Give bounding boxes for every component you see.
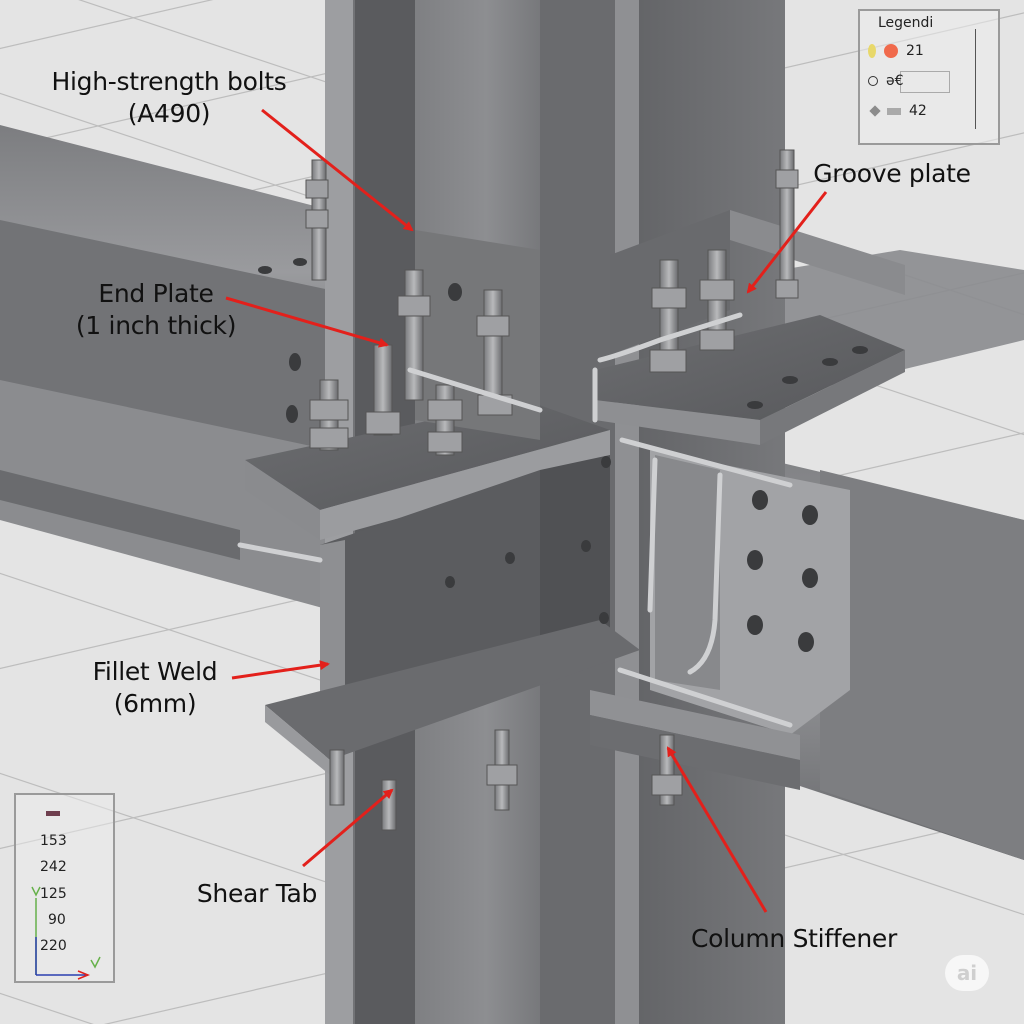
- arrow-high-strength-bolts: [261, 108, 414, 232]
- arrow-end-plate: [225, 296, 389, 348]
- callout-groove-plate: Groove plate: [804, 158, 980, 190]
- legend-row: 42: [868, 100, 927, 122]
- ai-watermark-badge: ai: [945, 955, 989, 991]
- legend-input-box: [900, 71, 950, 93]
- callout-end-plate-line1: End Plate: [98, 279, 214, 308]
- callout-end-plate-line2: (1 inch thick): [75, 311, 237, 340]
- callout-high-strength-bolts: High-strength bolts (A490): [38, 66, 300, 130]
- bolt-holes: [258, 258, 868, 652]
- legend-row-value: 21: [906, 43, 924, 59]
- circle-outline-icon: [868, 76, 878, 86]
- legend-row: 21: [868, 40, 924, 62]
- legend-panel: Legendi 21 ə€ 42: [858, 9, 1000, 145]
- color-swatch-icon: [46, 811, 60, 816]
- legend-row-value: ə€: [886, 73, 904, 89]
- callout-high-strength-bolts-line1: High-strength bolts: [51, 67, 287, 96]
- arrow-groove-plate: [746, 191, 828, 294]
- bolt-nuts: [305, 169, 799, 796]
- legend-row-value: 42: [909, 103, 927, 119]
- legend-scale-line: [975, 29, 976, 129]
- axis-value: 90: [48, 912, 66, 928]
- welds: [237, 312, 793, 728]
- legend-title: Legendi: [878, 15, 934, 31]
- callout-end-plate: End Plate (1 inch thick): [74, 278, 238, 342]
- callout-fillet-weld-line2: (6mm): [113, 689, 197, 718]
- axis-value: 125: [40, 886, 67, 902]
- callout-fillet-weld: Fillet Weld (6mm): [82, 656, 228, 720]
- callout-column-stiffener: Column Stiffener: [682, 923, 906, 955]
- arrow-fillet-weld: [231, 660, 330, 680]
- yellow-dot-icon: [868, 44, 876, 58]
- shear-tab: [265, 455, 640, 775]
- axis-value: 220: [40, 938, 67, 954]
- axis-value: 153: [40, 833, 67, 849]
- axis-values-panel: 153 242 125 90 220: [14, 793, 115, 983]
- callout-high-strength-bolts-line2: (A490): [127, 99, 211, 128]
- callout-arrows: [225, 108, 828, 913]
- callout-shear-tab-line1: Shear Tab: [196, 879, 318, 908]
- callout-fillet-weld-line1: Fillet Weld: [92, 657, 218, 686]
- callout-column-stiffener-line1: Column Stiffener: [691, 924, 897, 953]
- orange-dot-icon: [884, 44, 898, 58]
- arrow-shear-tab: [302, 788, 394, 868]
- diamond-icon: [869, 105, 881, 117]
- callout-groove-plate-line1: Groove plate: [813, 159, 971, 188]
- axis-value: 242: [40, 859, 67, 875]
- gray-swatch-icon: [887, 107, 901, 115]
- callout-shear-tab: Shear Tab: [188, 878, 326, 910]
- left-beam: [0, 125, 330, 610]
- legend-row: ə€: [868, 70, 904, 92]
- axis-gizmo-icon: [31, 886, 101, 980]
- arrow-column-stiffener: [666, 746, 768, 913]
